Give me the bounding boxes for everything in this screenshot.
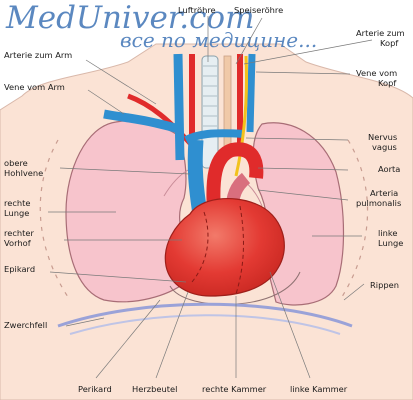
vagus-nerve xyxy=(234,55,249,177)
label-luftroehre: Luftröhre xyxy=(178,5,216,15)
label-obere-hohlvene-2: Hohlvene xyxy=(4,168,43,178)
leader-lines xyxy=(48,16,373,379)
label-epikard: Epikard xyxy=(4,264,35,274)
label-arteria-pulmonalis-1: Arteria xyxy=(370,188,398,198)
watermark-tagline: все по медицине... xyxy=(120,28,317,52)
label-arteria-pulmonalis-2: pulmonalis xyxy=(356,198,401,208)
label-rechte-lunge-1: rechte xyxy=(4,198,31,208)
label-linke-lunge-1: linke xyxy=(378,228,397,238)
label-herzbeutel: Herzbeutel xyxy=(132,384,177,394)
label-vene-vom-kopf-1: Vene vom xyxy=(356,68,397,78)
label-vene-vom-kopf-2: Kopf xyxy=(378,78,397,88)
aorta xyxy=(206,142,264,213)
label-aorta: Aorta xyxy=(378,164,400,174)
label-obere-hohlvene-1: obere xyxy=(4,158,28,168)
trachea-rings xyxy=(203,65,217,137)
watermark-brand: MedUniver.com xyxy=(5,0,254,36)
label-linke-lunge-2: Lunge xyxy=(378,238,403,248)
label-vene-vom-arm: Vene vom Arm xyxy=(4,82,65,92)
label-rechter-vorhof-2: Vorhof xyxy=(4,238,32,248)
label-perikard: Perikard xyxy=(78,384,112,394)
label-arterie-zum-arm: Arterie zum Arm xyxy=(4,50,72,60)
label-arterie-zum-kopf-2: Kopf xyxy=(380,38,399,48)
trachea xyxy=(201,55,219,169)
label-linke-kammer: linke Kammer xyxy=(290,384,348,394)
vein-from-arm-right xyxy=(103,109,184,135)
label-rechte-kammer: rechte Kammer xyxy=(202,384,267,394)
atrium-border xyxy=(191,211,209,283)
ribs xyxy=(39,139,369,301)
heart-septum xyxy=(235,205,244,295)
label-nervus-vagus-2: vagus xyxy=(372,142,397,152)
vein-from-head-left xyxy=(173,53,185,161)
diaphragm xyxy=(57,302,353,328)
label-rechter-vorhof-1: rechter xyxy=(4,228,35,238)
label-rippen: Rippen xyxy=(370,280,399,290)
label-arterie-zum-kopf-1: Arterie zum xyxy=(356,28,405,38)
label-rechte-lunge-2: Lunge xyxy=(4,208,29,218)
label-zwerchfell: Zwerchfell xyxy=(4,320,47,330)
vein-from-arm-left xyxy=(184,129,245,144)
heart xyxy=(164,197,285,297)
diaphragm-lower xyxy=(69,314,341,335)
bronchus-right xyxy=(163,169,189,197)
vena-cava-superior xyxy=(187,139,208,216)
label-speiseroehre: Speiseröhre xyxy=(234,5,283,15)
label-nervus-vagus-1: Nervus xyxy=(368,132,397,142)
vein-from-head-right xyxy=(246,53,256,133)
